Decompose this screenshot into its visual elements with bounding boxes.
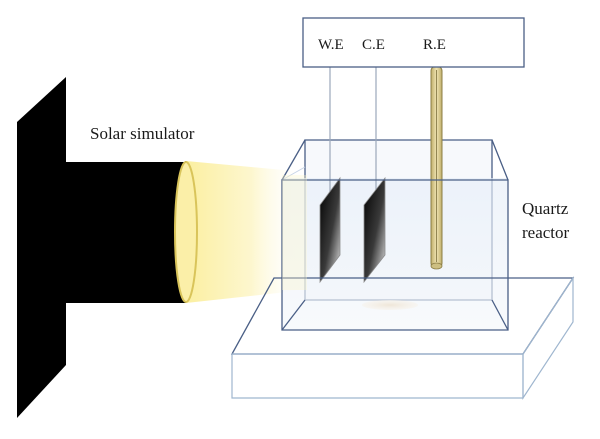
quartz-reactor-label-line2: reactor [522, 223, 570, 242]
simulator-lens [174, 161, 198, 303]
electrode-connector-box [302, 17, 525, 68]
counter-electrode-plate [363, 176, 386, 284]
light-beam [186, 161, 305, 303]
reference-electrode-label: R.E [423, 37, 446, 53]
quartz-reactor-label-line1: Quartz [522, 199, 569, 218]
sample-disc [362, 300, 418, 310]
reactor-stage [230, 275, 575, 401]
working-electrode-plate [319, 176, 341, 284]
counter-electrode-label: C.E [362, 37, 385, 53]
simulator-back-plate [17, 77, 66, 418]
stage-side [522, 275, 574, 401]
working-electrode-label: W.E [318, 37, 344, 53]
simulator-barrel [66, 162, 186, 303]
stage-front [231, 353, 524, 399]
solar-simulator-label: Solar simulator [90, 124, 195, 143]
quartz-reactor [281, 65, 509, 331]
quartz-reactor-label: Quartz reactor [522, 197, 569, 245]
